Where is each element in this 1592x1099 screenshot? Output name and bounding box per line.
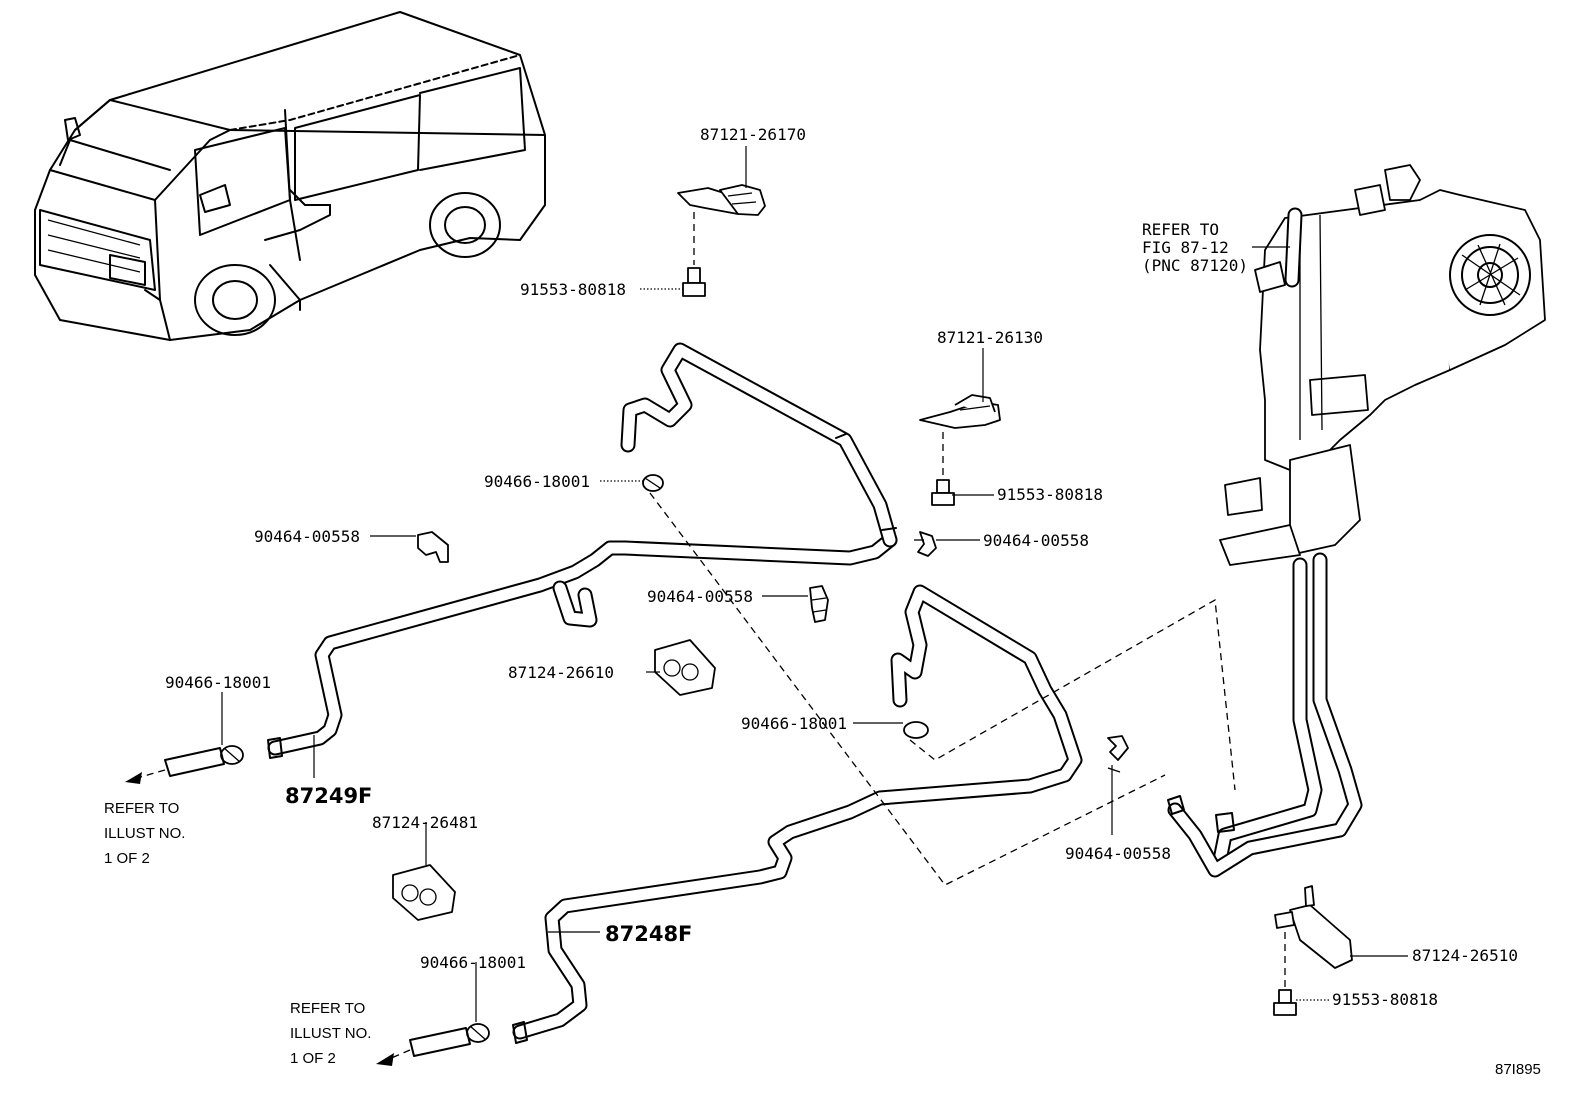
relation-lines <box>649 492 1236 886</box>
label-87248F: 87248F <box>605 922 692 946</box>
bolt-91553-80818-c-icon <box>1273 932 1297 1016</box>
clamp-87124-26481-icon <box>392 864 456 921</box>
label-90466-18001-d: 90466-18001 <box>420 953 526 972</box>
refer-arrow-a-icon <box>125 747 225 784</box>
label-refer-illust-b-line1: REFER TO <box>290 1000 365 1017</box>
label-87124-26610: 87124-26610 <box>508 663 614 682</box>
label-90464-00558-a: 90464-00558 <box>254 527 360 546</box>
hose-clamp-90466-18001-d-icon <box>466 1023 490 1043</box>
label-refer-illust-a-line1: REFER TO <box>104 800 179 817</box>
label-87121-26130: 87121-26130 <box>937 328 1043 347</box>
label-90464-00558-b: 90464-00558 <box>983 531 1089 550</box>
label-refer-fig-line3: (PNC 87120) <box>1142 256 1248 275</box>
part-labels: 87121-26170 91553-80818 REFER TO FIG 87-… <box>104 125 1541 1078</box>
label-refer-illust-a-line3: 1 OF 2 <box>104 850 150 867</box>
leader-lines <box>221 146 1408 1022</box>
clip-90464-00558-b-icon <box>914 531 937 557</box>
label-90466-18001-b: 90466-18001 <box>165 673 271 692</box>
hose-87248F <box>512 584 1083 1044</box>
clamp-87124-26610-icon <box>654 639 716 696</box>
label-91553-80818-b: 91553-80818 <box>997 485 1103 504</box>
figure-number: 87I895 <box>1495 1061 1541 1078</box>
label-90466-18001-c: 90466-18001 <box>741 714 847 733</box>
bolt-91553-80818-a-icon <box>682 212 706 297</box>
label-90464-00558-d: 90464-00558 <box>1065 844 1171 863</box>
clamp-87124-26510-icon <box>1274 885 1353 969</box>
label-87124-26510: 87124-26510 <box>1412 946 1518 965</box>
label-refer-illust-a-line2: ILLUST NO. <box>104 825 185 842</box>
clip-90464-00558-c-icon <box>809 585 829 623</box>
label-refer-illust-b-line2: ILLUST NO. <box>290 1025 371 1042</box>
label-refer-illust-b-line3: 1 OF 2 <box>290 1050 336 1067</box>
label-87249F: 87249F <box>285 784 372 808</box>
hose-clamp-90466-18001-a-icon <box>642 474 664 492</box>
label-91553-80818-c: 91553-80818 <box>1332 990 1438 1009</box>
clamp-87121-26130-icon <box>919 394 1001 429</box>
bolt-91553-80818-b-icon <box>931 432 955 506</box>
hose-clamp-90466-18001-b-icon <box>220 745 244 765</box>
clip-90464-00558-d-icon <box>1107 735 1129 773</box>
hose-clamp-90466-18001-c-icon <box>903 721 929 739</box>
label-91553-80818-a: 91553-80818 <box>520 280 626 299</box>
hose-87249F <box>267 342 898 759</box>
label-87121-26170: 87121-26170 <box>700 125 806 144</box>
label-refer-fig-line1: REFER TO <box>1142 220 1219 239</box>
van-illustration-icon <box>34 11 546 341</box>
clamp-87121-26170-icon <box>677 184 766 216</box>
label-87124-26481: 87124-26481 <box>372 813 478 832</box>
label-90464-00558-c: 90464-00558 <box>647 587 753 606</box>
heater-pipes <box>1167 552 1363 878</box>
label-refer-fig-line2: FIG 87-12 <box>1142 238 1229 257</box>
label-90466-18001-a: 90466-18001 <box>484 472 590 491</box>
refer-arrow-b-icon <box>376 1027 471 1066</box>
rear-heater-unit-icon <box>1219 164 1546 566</box>
clip-90464-00558-a-icon <box>417 531 449 563</box>
